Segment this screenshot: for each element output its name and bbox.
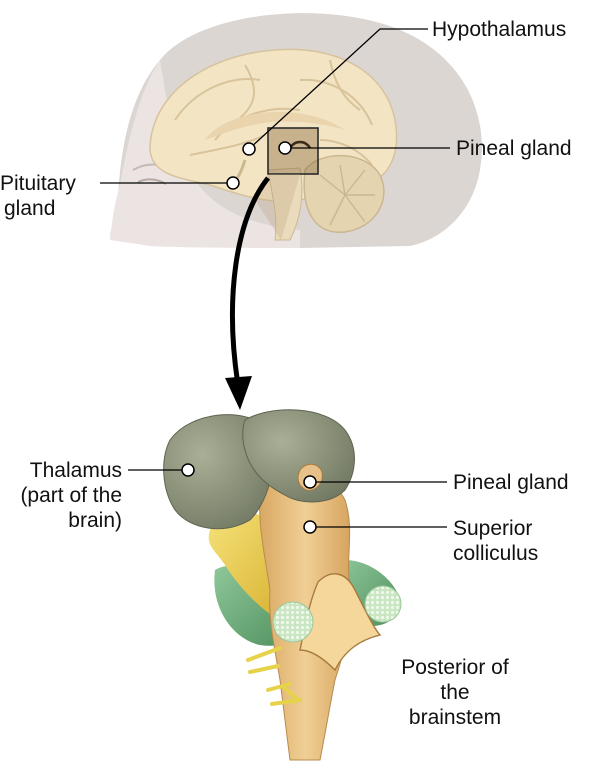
label-thalamus: Thalamus (part of the brain) bbox=[0, 458, 122, 533]
colliculus-ball-left bbox=[272, 601, 314, 643]
zoom-arrowhead bbox=[225, 376, 252, 410]
brainstem-illustration bbox=[163, 409, 402, 761]
pituitary-text-line1: Pituitary bbox=[0, 172, 76, 195]
zoom-highlight-box bbox=[267, 127, 319, 175]
gyri-lines bbox=[174, 59, 373, 166]
hypothalamus-leader-line bbox=[248, 28, 428, 150]
colliculus-ball-right bbox=[364, 585, 402, 623]
superior-text-line2: colliculus bbox=[453, 542, 539, 565]
thalamus-text-line3: brain) bbox=[68, 509, 122, 532]
label-posterior-brainstem: Posterior of the brainstem bbox=[380, 655, 530, 730]
sagittal-brain bbox=[149, 48, 398, 241]
posterior-text-line1: Posterior of bbox=[401, 656, 509, 679]
superior-text-line1: Superior bbox=[453, 517, 533, 540]
label-superior-colliculus: Superior colliculus bbox=[453, 516, 538, 566]
cerebellum-folia bbox=[319, 164, 375, 226]
thalamus-right-lobe bbox=[242, 409, 355, 503]
pineal-top-marker bbox=[278, 141, 292, 155]
thalamus-text-line2: (part of the bbox=[20, 484, 122, 507]
thalamus-text-line1: Thalamus bbox=[29, 459, 122, 482]
nerve-stubs bbox=[246, 646, 302, 706]
top-leaders bbox=[100, 28, 450, 190]
brainstem-top bbox=[267, 167, 303, 241]
pineal-gland-top-text: Pineal gland bbox=[456, 137, 572, 160]
pineal-bottom-marker bbox=[303, 475, 317, 489]
zoom-fan bbox=[255, 174, 300, 240]
label-pineal-gland-top: Pineal gland bbox=[456, 136, 572, 161]
thalamus-marker bbox=[181, 463, 195, 477]
posterior-text-line3: brainstem bbox=[408, 706, 502, 729]
label-pituitary-gland: Pituitary gland bbox=[0, 171, 76, 221]
face-shape bbox=[110, 60, 300, 248]
pituitary-text-line2: gland bbox=[4, 197, 56, 220]
bottom-leaders bbox=[128, 463, 447, 534]
label-pineal-gland-bottom: Pineal gland bbox=[453, 470, 569, 495]
corpus-callosum bbox=[205, 111, 345, 140]
hypothalamus-marker bbox=[242, 142, 256, 156]
posterior-text-line2: the bbox=[440, 681, 470, 704]
superior-colliculus-marker bbox=[303, 520, 317, 534]
pineal-gland-bottom-text: Pineal gland bbox=[453, 471, 569, 494]
pituitary-marker bbox=[226, 176, 240, 190]
label-hypothalamus: Hypothalamus bbox=[432, 17, 566, 42]
hypothalamus-text: Hypothalamus bbox=[432, 18, 567, 41]
zoom-arrow bbox=[230, 176, 270, 386]
